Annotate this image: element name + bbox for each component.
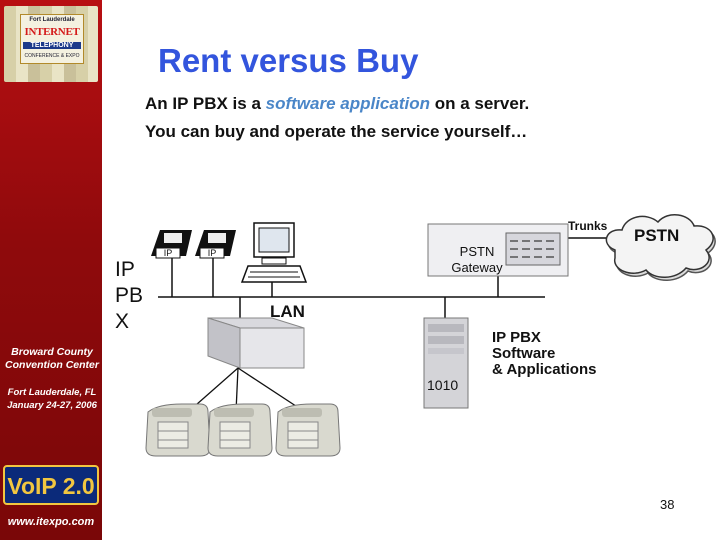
pstn-gateway-label-line-1: PSTN: [459, 244, 495, 259]
date-line: January 24-27, 2006: [7, 400, 97, 411]
ip-pbx-software-label: IP PBX Software & Applications: [492, 330, 596, 378]
intro-line-1: An IP PBX is a software application on a…: [145, 94, 529, 114]
page-number: 38: [660, 497, 675, 512]
intro-text-a: An IP PBX is a: [145, 94, 266, 113]
logo-main-text: INTERNET: [24, 26, 80, 38]
logo-tag-text: CONFERENCE & EXPO: [24, 53, 80, 59]
server-tower-icon: [423, 317, 469, 409]
computer-icon: [240, 222, 308, 283]
intro-text-b: on a server.: [430, 94, 530, 113]
slide-title: Rent versus Buy: [158, 42, 419, 79]
voip-logo: VoIP 2.0: [3, 465, 99, 505]
pstn-gateway-label: PSTN Gateway: [432, 244, 522, 276]
ip-phone-2-icon: IP: [195, 230, 236, 259]
city-line: Fort Lauderdale, FL: [7, 387, 97, 398]
software-label-line-3: & Applications: [492, 361, 597, 378]
ip-phone-1-icon: IP: [151, 230, 192, 259]
website-link[interactable]: www.itexpo.com: [7, 516, 95, 528]
software-label-line-1: IP PBX: [492, 329, 541, 346]
ip-badge-2: IP: [208, 248, 217, 258]
trunks-label: Trunks: [568, 219, 608, 233]
ip-pbx-label-line-1: IP: [115, 258, 135, 281]
venue-text: Broward County Convention Center: [4, 346, 100, 372]
pstn-gateway-icon: [427, 223, 569, 277]
desk-phone-2-icon: [207, 403, 273, 457]
software-label-line-2: Software: [492, 345, 556, 362]
highlight-text: software application: [265, 94, 430, 113]
intro-line-2: You can buy and operate the service your…: [145, 122, 528, 141]
pbx-appliance-icon: [207, 317, 305, 369]
city-date-text: Fort Lauderdale, FL January 24-27, 2006: [4, 386, 100, 412]
lan-label: LAN: [270, 302, 305, 321]
conference-logo: Fort Lauderdale INTERNET TELEPHONY CONFE…: [20, 14, 84, 64]
pstn-gateway-label-line-2: Gateway: [451, 260, 503, 275]
ip-pbx-label: IP PB X: [115, 257, 143, 335]
ip-pbx-label-line-3: X: [115, 310, 130, 333]
logo-sub-text: TELEPHONY: [23, 42, 81, 49]
server-bits-label: 1010: [427, 377, 459, 393]
venue-line-1: Broward County: [11, 346, 93, 358]
venue-line-2: Convention Center: [5, 359, 99, 371]
ip-badge-1: IP: [164, 248, 173, 258]
desk-phone-1-icon: [145, 403, 211, 457]
ip-pbx-label-line-2: PB: [115, 284, 144, 307]
conference-banner: Fort Lauderdale INTERNET TELEPHONY CONFE…: [0, 0, 102, 540]
pstn-cloud-label: PSTN: [634, 226, 680, 245]
pstn-cloud-icon: [605, 214, 716, 281]
voip-logo-text: VoIP 2.0: [7, 473, 94, 499]
desk-phone-3-icon: [275, 403, 341, 457]
logo-top-text: Fort Lauderdale: [29, 17, 75, 23]
